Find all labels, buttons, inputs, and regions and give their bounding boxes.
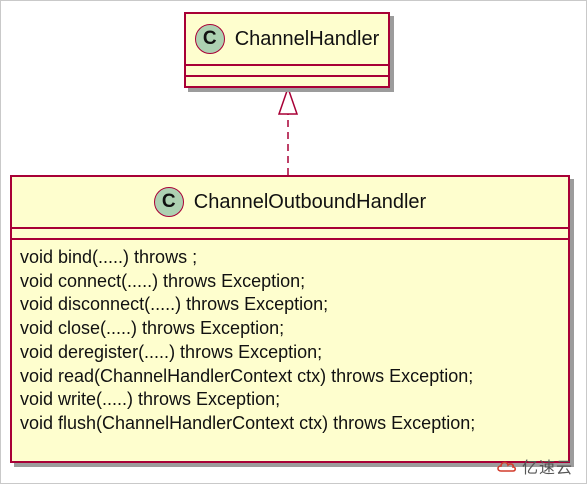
methods-section bbox=[186, 77, 388, 86]
method-close: void close(.....) throws Exception; bbox=[20, 318, 285, 339]
attributes-divider bbox=[12, 227, 568, 229]
watermark: 亿速云 bbox=[496, 454, 573, 478]
method-flush: void flush(ChannelHandlerContext ctx) th… bbox=[20, 412, 476, 433]
method-deregister: void deregister(.....) throws Exception; bbox=[20, 341, 323, 362]
method-write: void write(.....) throws Exception; bbox=[20, 389, 281, 410]
class-stereotype-icon: C bbox=[153, 187, 184, 217]
cloud-logo-icon bbox=[497, 461, 517, 472]
attributes-divider bbox=[186, 64, 388, 66]
attributes-section bbox=[12, 229, 568, 238]
attributes-section bbox=[186, 66, 388, 75]
method-disconnect: void disconnect(.....) throws Exception; bbox=[20, 294, 329, 315]
child-class-name: ChannelOutboundHandler bbox=[193, 190, 427, 213]
methods-section: void bind(.....) throws ; void connect(.… bbox=[12, 240, 568, 436]
child-class-header: C ChannelOutboundHandler bbox=[12, 177, 568, 227]
parent-class-header: C ChannelHandler bbox=[186, 14, 388, 64]
parent-class-name: ChannelHandler bbox=[234, 27, 380, 50]
method-bind: void bind(.....) throws ; bbox=[20, 247, 198, 267]
method-connect: void connect(.....) throws Exception; bbox=[20, 270, 306, 291]
watermark-text: 亿速云 bbox=[521, 460, 573, 477]
child-class-box: C ChannelOutboundHandler void bind(.....… bbox=[10, 175, 570, 463]
method-read: void read(ChannelHandlerContext ctx) thr… bbox=[20, 365, 474, 386]
methods-divider bbox=[12, 238, 568, 240]
methods-divider bbox=[186, 75, 388, 77]
class-stereotype-icon: C bbox=[194, 24, 225, 54]
parent-class-box: C ChannelHandler bbox=[184, 12, 390, 88]
